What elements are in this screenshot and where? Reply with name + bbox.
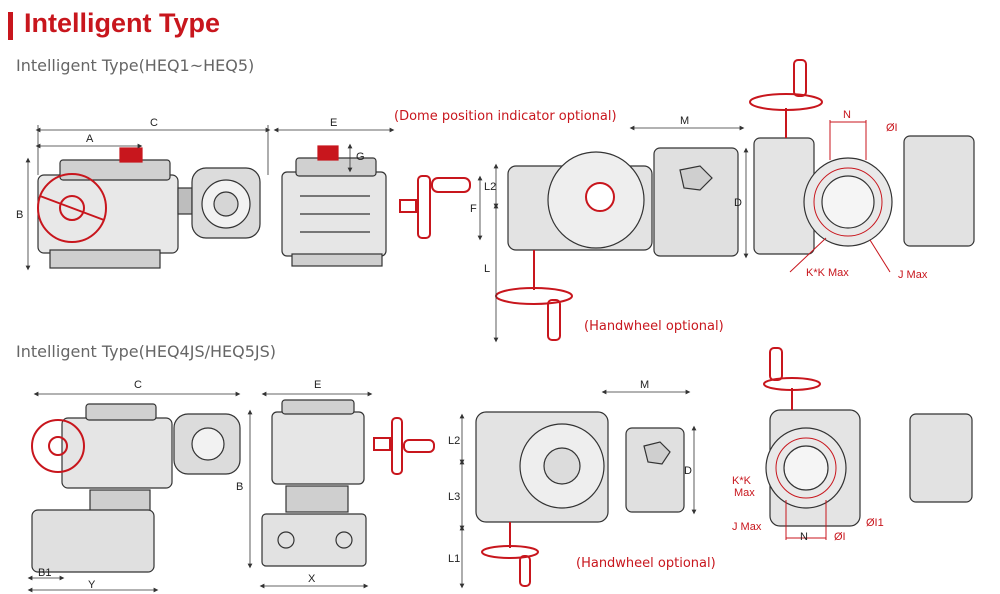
view2-actuator-front [281, 145, 387, 267]
view7-bottom-handwheel [481, 522, 539, 587]
dim-d-1: D [734, 197, 742, 209]
view4-actuator-bottom [753, 135, 975, 255]
dim-y-2: Y [88, 579, 96, 591]
dim-d-2: D [684, 465, 692, 477]
view5-dimensions [27, 391, 241, 593]
dim-e-1: E [330, 117, 337, 129]
view4-flange-red [789, 120, 891, 273]
dim-j-1: J Max [898, 269, 928, 281]
dim-m-2: M [640, 379, 649, 391]
view5-handwheel [31, 419, 85, 473]
view2-side-handwheel [399, 175, 471, 239]
dim-j-2: J Max [732, 521, 762, 533]
dim-c-2: C [134, 379, 142, 391]
view4-handwheel-top [749, 59, 823, 138]
note-handwheel-1: (Handwheel optional) [584, 319, 724, 334]
view8-flange-red [775, 437, 837, 540]
dim-phi-i-2: ØI [834, 531, 846, 543]
page-title: Intelligent Type [24, 8, 221, 38]
view5-actuator-gearbox [31, 403, 241, 573]
subtitle-heq4js-heq5js: Intelligent Type(HEQ4JS/HEQ5JS) [16, 342, 277, 361]
view1-actuator-side [37, 147, 261, 269]
dim-a-1: A [86, 133, 94, 145]
dim-kk-1: K*K Max [806, 267, 849, 279]
dim-f-1: F [470, 203, 477, 215]
dim-g-1: G [356, 151, 365, 163]
dim-l2-2: L2 [448, 435, 460, 447]
view3-actuator-side [507, 147, 739, 257]
view3-bottom-handwheel [495, 250, 573, 341]
dim-b-2: B [236, 481, 243, 493]
dim-x-2: X [308, 573, 316, 585]
dim-m-1: M [680, 115, 689, 127]
note-handwheel-2: (Handwheel optional) [576, 556, 716, 571]
view7-actuator-side-js [475, 411, 685, 523]
dim-phi-i-1: ØI [886, 122, 898, 134]
dim-n-2: N [800, 531, 808, 543]
view6-dimensions [247, 391, 373, 589]
view2-dimensions [273, 127, 483, 241]
dim-b1-2: B1 [38, 567, 51, 579]
dim-l2-1: L2 [484, 181, 496, 193]
dim-phi-i1-2: ØI1 [866, 517, 884, 529]
dim-e-2: E [314, 379, 321, 391]
subtitle-heq1-heq5: Intelligent Type(HEQ1~HEQ5) [16, 56, 255, 75]
dim-l-1: L [484, 263, 490, 275]
dim-kk-2a: K*K [732, 475, 752, 487]
view6-side-handwheel [373, 417, 435, 475]
dim-l1-2: L1 [448, 553, 460, 565]
view1-dimensions [25, 125, 271, 271]
dim-n-1: N [843, 109, 851, 121]
view1-handwheel [37, 173, 107, 243]
view8-actuator-bottom-js [765, 409, 973, 527]
note-dome-indicator: (Dome position indicator optional) [394, 109, 617, 124]
view3-dimensions [493, 125, 749, 343]
view6-actuator-front-gearbox [261, 399, 367, 567]
dim-b-1: B [16, 209, 23, 221]
dim-l3-2: L3 [448, 491, 460, 503]
dim-c-1: C [150, 117, 158, 129]
title-accent-bar [8, 12, 13, 40]
dim-kk-2b: Max [734, 487, 755, 499]
view7-dimensions [459, 389, 697, 589]
view8-handwheel-top [763, 347, 821, 410]
